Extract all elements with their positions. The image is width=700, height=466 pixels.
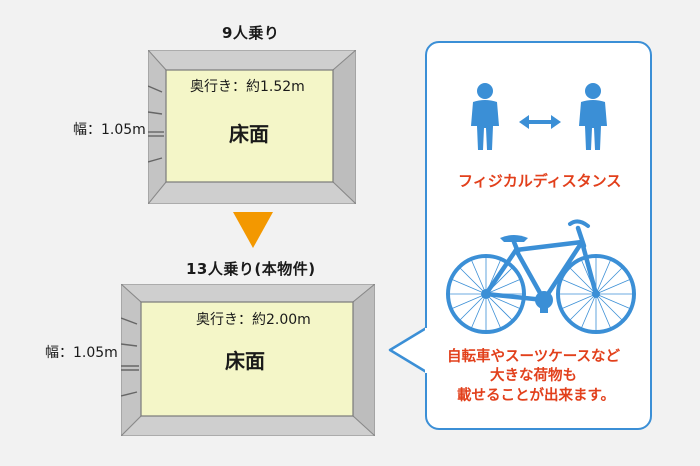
top-elevator-title: 9人乗り [222, 24, 280, 42]
caption-line-2: 大きな荷物も [490, 368, 577, 384]
info-panel [425, 41, 652, 430]
caption-line-3: 載せることが出来ます。 [457, 388, 616, 404]
caption-line-1: 自転車やスーツケースなど [447, 349, 620, 365]
physical-distance-graphic [471, 83, 607, 150]
bottom-elevator-plan [121, 284, 375, 436]
bubble-pointer [388, 325, 429, 375]
top-width-label: 幅：1.05m [73, 122, 146, 138]
top-elevator-plan [148, 50, 356, 204]
double-arrow-icon [519, 115, 561, 129]
bottom-depth-label: 奥行き：約2.00m [196, 312, 311, 328]
bottom-elevator-title: 13人乗り(本物件) [186, 260, 316, 278]
person-icon [579, 83, 607, 150]
top-depth-label: 奥行き：約1.52m [190, 79, 305, 95]
person-icon [471, 83, 499, 150]
bottom-floor-label: 床面 [225, 349, 265, 373]
bottom-width-label: 幅：1.05m [45, 345, 118, 361]
bicycle-icon [446, 219, 636, 334]
top-floor-label: 床面 [229, 122, 269, 146]
distance-label: フィジカルディスタンス [458, 172, 622, 190]
down-triangle-arrow-icon [233, 212, 273, 248]
